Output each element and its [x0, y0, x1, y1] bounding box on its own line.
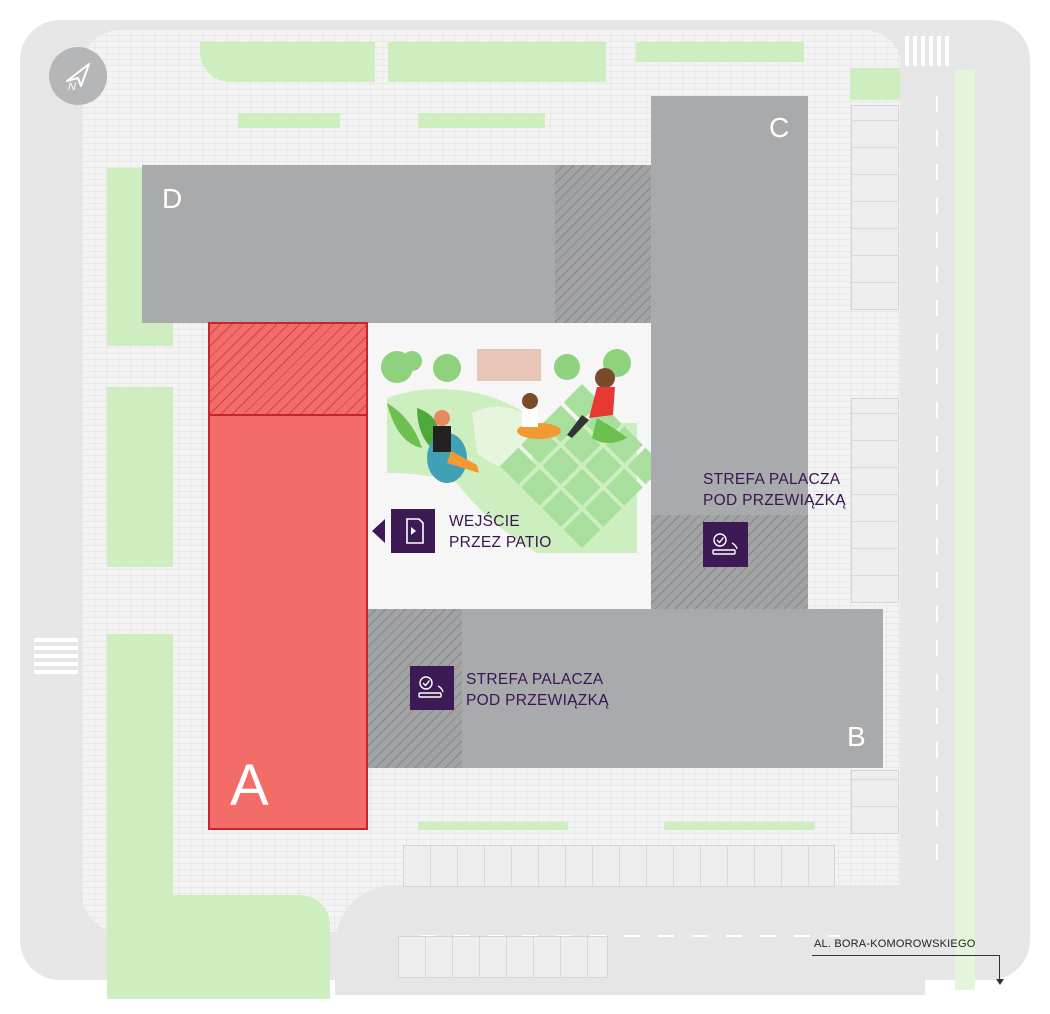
building-a[interactable]: A	[208, 414, 368, 830]
right-grass-strip	[955, 70, 975, 990]
grass-bottom-1	[418, 822, 568, 830]
street-pointer-line	[999, 955, 1000, 981]
grass-top-5	[418, 113, 545, 128]
smoking-zone-1-line2: POD PRZEWIĄZKĄ	[703, 492, 846, 509]
entrance-label-line1: WEJŚCIE	[449, 513, 520, 530]
entrance-label: WEJŚCIE PRZEZ PATIO	[449, 511, 552, 553]
grass-top-1	[200, 42, 375, 82]
building-c[interactable]: C	[651, 96, 808, 515]
right-road-dashes	[936, 80, 938, 860]
crosswalk-top-right	[905, 36, 953, 66]
door-enter-icon	[406, 518, 424, 544]
grass-left-3	[107, 634, 173, 999]
entrance-label-line2: PRZEZ PATIO	[449, 534, 552, 551]
street-underline	[812, 955, 1000, 956]
grass-bottom-2	[664, 822, 814, 830]
patio	[367, 323, 651, 609]
smoking-icon	[418, 676, 444, 698]
parking-road-bottom	[398, 936, 608, 978]
street-label: AL. BORA-KOMOROWSKIEGO	[814, 938, 976, 950]
grass-top-3	[636, 42, 804, 62]
street-arrow-icon	[996, 979, 1004, 985]
smoking-zone-2-icon-box[interactable]	[410, 666, 454, 710]
parking-right-2	[851, 398, 899, 603]
parking-right-1	[851, 105, 899, 310]
grass-top-4	[238, 113, 340, 128]
crosswalk-left	[34, 634, 78, 674]
smoking-zone-1-line1: STREFA PALACZA	[703, 471, 841, 488]
grass-top-2	[388, 42, 606, 82]
building-c-label: C	[769, 112, 790, 143]
smoking-zone-1-label: STREFA PALACZA POD PRZEWIĄZKĄ	[703, 469, 846, 511]
connector-a-d	[208, 322, 368, 416]
smoking-zone-2-line2: POD PRZEWIĄZKĄ	[466, 692, 609, 709]
parking-bottom	[403, 845, 835, 887]
building-a-label: A	[230, 753, 269, 818]
bottom-road-dashes	[420, 935, 840, 937]
smoking-zone-2-line1: STREFA PALACZA	[466, 671, 604, 688]
entrance-arrow-icon	[372, 519, 385, 543]
smoking-icon	[711, 532, 738, 555]
building-b[interactable]: B	[462, 609, 883, 768]
parking-right-3	[851, 770, 899, 834]
smoking-zone-2-label: STREFA PALACZA POD PRZEWIĄZKĄ	[466, 669, 609, 711]
entrance-icon-box[interactable]	[391, 509, 435, 553]
building-d-label: D	[162, 183, 183, 214]
compass-arrow-icon	[66, 63, 90, 87]
smoking-zone-1-icon-box[interactable]	[703, 522, 748, 567]
compass-label: N	[68, 81, 76, 93]
patio-illustration	[381, 349, 651, 553]
connector-d-c	[555, 165, 651, 323]
building-b-label: B	[847, 721, 866, 752]
grass-left-2	[107, 387, 173, 567]
right-road	[900, 60, 950, 920]
grass-left-bottom	[170, 895, 330, 999]
compass: N	[49, 47, 107, 105]
grass-right-top	[850, 68, 900, 100]
building-d[interactable]: D	[142, 165, 555, 323]
